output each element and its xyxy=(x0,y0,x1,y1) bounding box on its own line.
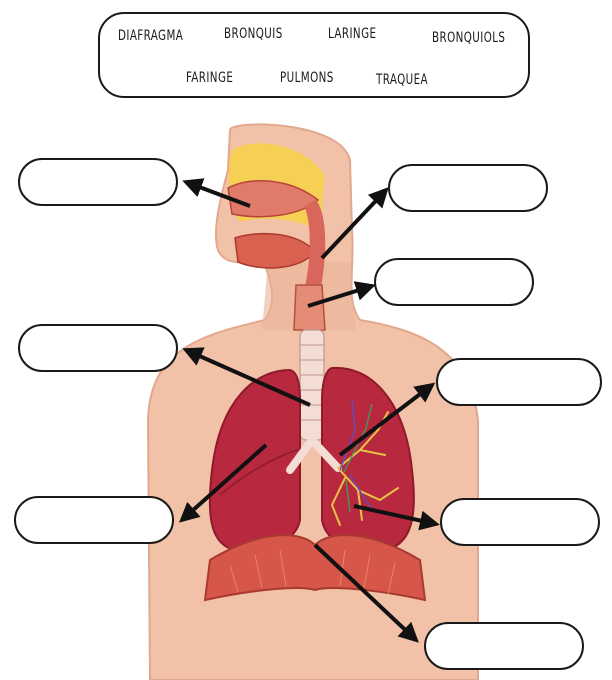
word-bronquiols[interactable]: BRONQUIOLS xyxy=(432,30,505,46)
label-box-bronchioles[interactable] xyxy=(440,498,600,546)
word-diafragma[interactable]: DIAFRAGMA xyxy=(118,28,183,44)
trachea xyxy=(300,330,324,440)
label-box-lung[interactable] xyxy=(14,496,174,544)
label-box-nasal[interactable] xyxy=(18,158,178,206)
label-box-trachea[interactable] xyxy=(18,324,178,372)
word-traquea[interactable]: TRAQUEA xyxy=(376,72,428,88)
label-box-larynx[interactable] xyxy=(374,258,534,306)
word-pulmons[interactable]: PULMONS xyxy=(280,70,334,86)
word-bronquis[interactable]: BRONQUIS xyxy=(224,26,283,42)
word-bank: DIAFRAGMA BRONQUIS LARINGE BRONQUIOLS FA… xyxy=(98,12,530,98)
label-box-bronchi[interactable] xyxy=(436,358,602,406)
word-laringe[interactable]: LARINGE xyxy=(328,26,376,42)
word-faringe[interactable]: FARINGE xyxy=(186,70,233,86)
label-box-diaphragm[interactable] xyxy=(424,622,584,670)
label-box-pharynx[interactable] xyxy=(388,164,548,212)
